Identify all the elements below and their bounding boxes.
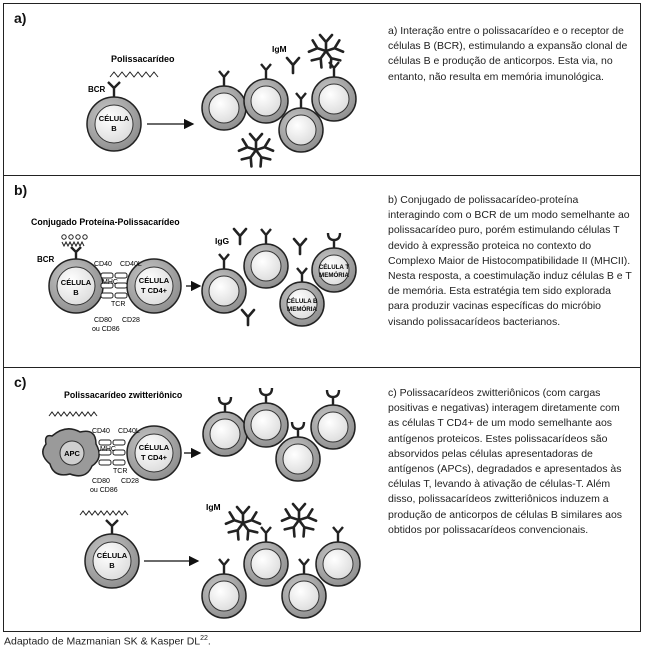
antibody-icon: [292, 237, 308, 256]
panel-c: c) Polissacarídeo zwitteriônico APC CÉLU…: [3, 367, 641, 632]
memory-b-label-2: MEMÓRIA: [287, 305, 317, 313]
panel-a: a) Polissacarídeo BCR CÉLULA B IgM a) In…: [3, 3, 641, 176]
figure-caption: Adaptado de Mazmanian SK & Kasper DL22.: [4, 635, 211, 648]
plasma-cell: [200, 252, 248, 315]
caption-text: Adaptado de Mazmanian SK & Kasper DL: [4, 635, 201, 648]
b-cell-label-1: CÉLULA: [61, 278, 92, 287]
panel-a-description: a) Interação entre o polissacarídeo e o …: [388, 25, 628, 83]
polysaccharide-chain: [109, 71, 159, 78]
cd86-label: ou CD86: [92, 326, 120, 333]
apc-label: APC: [64, 449, 80, 458]
t-cell-label-1: CÉLULA: [139, 443, 170, 452]
panel-label: a): [14, 10, 27, 26]
panel-b: b) Conjugado Proteína-Polissacarídeo BCR…: [3, 175, 641, 368]
igg-label: IgG: [215, 236, 230, 246]
b-cell: CÉLULA B: [84, 519, 140, 589]
t-cd4-cell: CÉLULA T CD4+: [126, 425, 182, 481]
b-cell-label-2: B: [73, 288, 79, 297]
cd40l-label: CD40L: [118, 428, 140, 435]
b-cell-label-1: CÉLULA: [99, 114, 130, 123]
receptor-interactions: [98, 439, 126, 466]
plasma-cell: [242, 62, 290, 125]
activated-t-cell: [201, 395, 249, 458]
cd80-label: CD80: [92, 478, 110, 485]
igm-pentamer-icon: [239, 134, 273, 166]
tcr-label: TCR: [113, 468, 127, 475]
plasma-cell: [310, 60, 358, 123]
memory-b-label-1: CÉLULA B: [286, 297, 318, 305]
panel-label: c): [14, 374, 27, 390]
caption-reference: 22: [200, 635, 208, 642]
plasma-cell: [314, 525, 362, 588]
igm-label: IgM: [272, 44, 287, 54]
conjugate-antigen: [61, 234, 88, 248]
memory-b-cell: CÉLULA B MEMÓRIA: [279, 267, 325, 327]
tcr-label: TCR: [111, 301, 125, 308]
panel-b-description: b) Conjugado de polissacarídeo-proteína …: [388, 194, 632, 328]
apc-cell: APC: [42, 428, 100, 477]
t-cell-label-1: CÉLULA: [139, 276, 170, 285]
plasma-cell: [200, 69, 248, 132]
plasma-cell: [242, 525, 290, 588]
activated-t-cell: [242, 386, 290, 449]
cd28-label: CD28: [122, 317, 140, 324]
cd28-label: CD28: [121, 478, 139, 485]
mhc-label: MHC: [102, 279, 118, 286]
zwitterionic-chain: [48, 411, 98, 417]
t-cd4-cell: CÉLULA T CD4+: [126, 258, 182, 314]
polysaccharide-label: Polissacarídeo: [111, 54, 175, 64]
b-cell-label-2: B: [111, 124, 117, 133]
b-cell-label-2: B: [109, 561, 115, 570]
antibody-icon: [232, 227, 248, 246]
igm-pentamer-icon: [226, 507, 260, 539]
cd80-label: CD80: [94, 317, 112, 324]
zwitterionic-chain: [79, 510, 129, 516]
memory-t-label-1: CÉLULA T: [319, 263, 350, 271]
cd40-label: CD40: [92, 428, 110, 435]
t-cell-label-2: T CD4+: [141, 286, 168, 295]
memory-t-cell: CÉLULA T MEMÓRIA: [311, 232, 357, 293]
bcr-label: BCR: [88, 85, 106, 94]
figure-b: Conjugado Proteína-Polissacarídeo BCR CÉ…: [31, 217, 357, 333]
b-cell: CÉLULA B: [86, 81, 142, 152]
b-cell-label-1: CÉLULA: [97, 551, 128, 560]
bcr-label: BCR: [37, 255, 55, 264]
zwitterionic-label: Polissacarídeo zwitteriônico: [64, 390, 183, 400]
cd40l-label: CD40L: [120, 261, 142, 268]
caption-period: .: [207, 635, 211, 648]
antibody-icon: [285, 56, 301, 75]
igm-pentamer-icon: [282, 504, 316, 536]
t-cell-label-2: T CD4+: [141, 453, 168, 462]
conjugate-label: Conjugado Proteína-Polissacarídeo: [31, 217, 180, 227]
figure-c: Polissacarídeo zwitteriônico APC CÉLULA …: [42, 386, 362, 620]
panel-label: b): [14, 182, 28, 198]
igm-label: IgM: [206, 502, 221, 512]
antibody-icon: [240, 308, 256, 327]
figure-a: Polissacarídeo BCR CÉLULA B IgM: [86, 4, 358, 176]
mhc-label: MHC: [100, 446, 116, 453]
activated-t-cell: [309, 388, 357, 451]
receptor-interactions: [100, 272, 128, 299]
plasma-cell: [200, 557, 248, 620]
cd40-label: CD40: [94, 261, 112, 268]
panel-c-description: c) Polissacarídeos zwitteriônicos (com c…: [388, 387, 623, 536]
cd86-label: ou CD86: [90, 487, 118, 494]
b-cell: CÉLULA B: [48, 246, 104, 314]
memory-t-label-2: MEMÓRIA: [319, 271, 349, 279]
plasma-cell: [242, 227, 290, 290]
